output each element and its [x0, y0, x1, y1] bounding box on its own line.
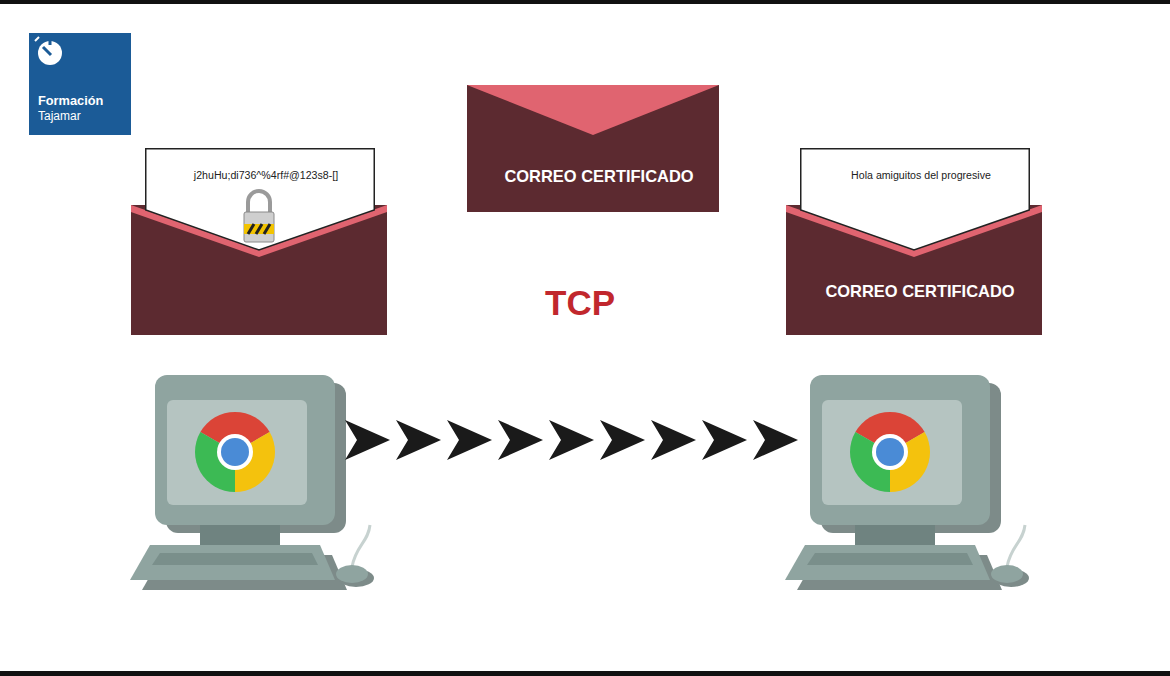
letter-sheet [800, 148, 1030, 255]
computer [130, 375, 374, 590]
letter-sheet [145, 148, 375, 255]
envelope-label: CORREO CERTIFICADO [467, 167, 731, 186]
open-envelope: CORREO CERTIFICADO Hola amiguitos del pro… [786, 148, 1054, 335]
logo-box: FormaciónTajamar [29, 33, 155, 135]
plain-text: Hola amiguitos del progresive [800, 169, 1042, 181]
computer [785, 375, 1029, 590]
label-holder: TCP [545, 283, 615, 323]
arrow-chevrons [345, 420, 798, 460]
closed-envelope: CORREO CERTIFICADO [467, 85, 731, 212]
letter-sheet: j2huHu;di736^%4rf#@123s8-[] [145, 148, 387, 255]
protocol-label: TCP [545, 283, 615, 323]
encrypted-text: j2huHu;di736^%4rf#@123s8-[] [145, 169, 387, 181]
padlock-icon [244, 191, 274, 242]
logo-title: Formación [29, 94, 155, 109]
envelope-label: CORREO CERTIFICADO [786, 282, 1054, 301]
top-border [0, 0, 1170, 4]
letter-sheet: Hola amiguitos del progresive [800, 148, 1042, 255]
open-envelope [131, 205, 387, 335]
logo-subtitle: Tajamar [29, 110, 155, 124]
bottom-border [0, 671, 1170, 676]
closed-envelope [467, 85, 719, 212]
